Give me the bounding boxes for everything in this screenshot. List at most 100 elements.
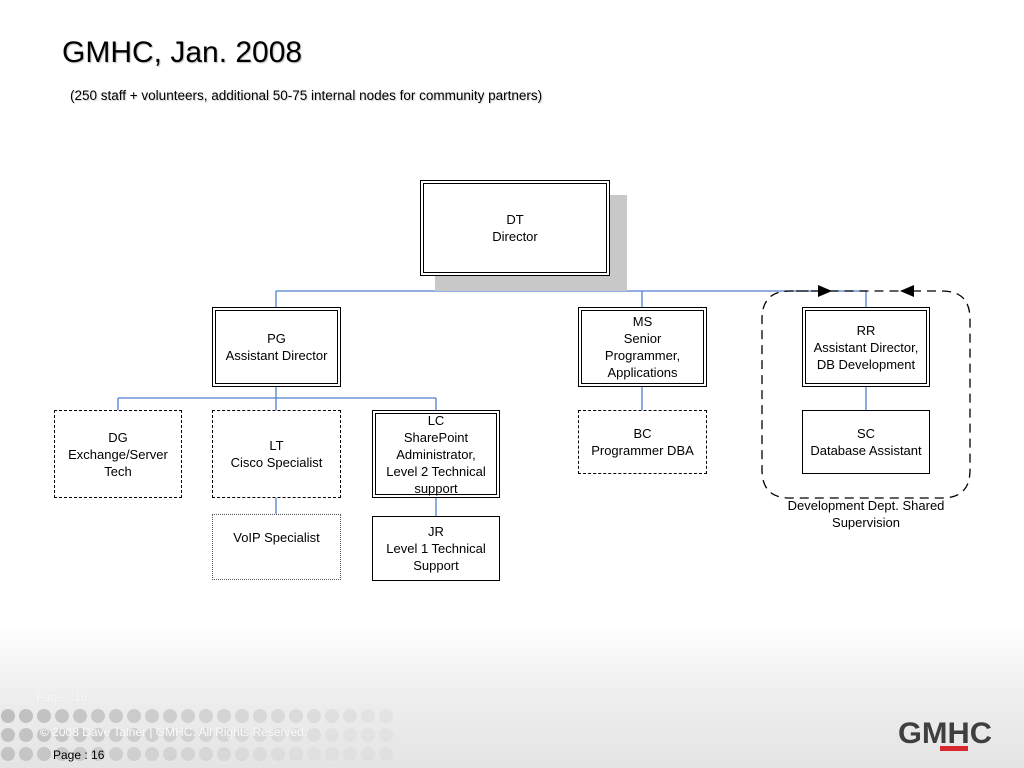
footer-dot: [127, 728, 141, 742]
footer-dot: [127, 709, 141, 723]
node-role-line: Applications: [607, 365, 678, 380]
note-line: Supervision: [832, 515, 900, 530]
footer-dot: [181, 728, 195, 742]
node-name: JR: [428, 524, 444, 539]
node-voip-specialist: VoIP Specialist: [212, 514, 341, 580]
node-role-line: Support: [413, 558, 459, 573]
node-role-line: Level 2 Technical: [386, 463, 486, 479]
node-name: MS: [632, 314, 653, 329]
note-line: Development Dept. Shared: [787, 498, 945, 513]
node-role-line: DB Development: [816, 356, 916, 372]
footer-dot: [379, 728, 393, 742]
node-lt-cisco-specialist: LT Cisco Specialist: [212, 410, 341, 498]
footer-dot: [91, 728, 105, 742]
node-name: PG: [267, 331, 286, 346]
node-name: BC: [633, 426, 652, 441]
footer-dot: [163, 747, 177, 761]
node-name: SC: [856, 426, 876, 441]
footer-dot: [73, 747, 87, 761]
slide-subtitle: (250 staff + volunteers, additional 50-7…: [70, 88, 543, 103]
shared-supervision-outline: [761, 290, 971, 499]
node-role: Cisco Specialist: [230, 455, 323, 470]
footer-dot: [325, 728, 339, 742]
node-pg-assistant-director: PG Assistant Director: [212, 307, 341, 387]
footer-dot: [253, 728, 267, 742]
gmhc-logo: GMHC: [898, 717, 992, 751]
footer-dot: [91, 709, 105, 723]
node-name: LT: [269, 438, 284, 453]
footer-dot: [343, 747, 357, 761]
footer-dot: [55, 747, 69, 761]
footer-dot: [109, 709, 123, 723]
footer-dot: [1, 747, 15, 761]
footer-dot: [235, 747, 249, 761]
node-role-line: Senior: [623, 331, 662, 346]
footer-dot: [1, 709, 15, 723]
footer-dot: [217, 747, 231, 761]
footer-dot: [163, 728, 177, 742]
node-role-line: Level 1 Technical: [386, 541, 486, 556]
footer-dot: [37, 709, 51, 723]
footer-dot: [127, 747, 141, 761]
node-role-line: Tech: [104, 463, 132, 479]
footer-band: [0, 625, 1024, 768]
footer-dot: [199, 709, 213, 723]
node-role-line: SharePoint: [403, 429, 469, 445]
arrow-right-icon: [818, 285, 832, 297]
node-name: DG: [108, 429, 128, 445]
footer-dot: [73, 709, 87, 723]
footer-dot: [37, 747, 51, 761]
footer-dot: [181, 747, 195, 761]
node-name: LC: [427, 412, 445, 428]
node-role: Director: [492, 229, 538, 244]
node-role-line: Programmer,: [604, 348, 681, 363]
footer-dot: [217, 728, 231, 742]
footer-dot: [55, 728, 69, 742]
footer-dot: [289, 728, 303, 742]
node-role: Database Assistant: [810, 443, 922, 458]
footer-dot: [325, 709, 339, 723]
footer-dot: [19, 747, 33, 761]
footer-dot: [37, 728, 51, 742]
shared-supervision-note: Development Dept. Shared Supervision: [766, 497, 966, 531]
node-name: RR: [856, 322, 876, 338]
node-role: VoIP Specialist: [233, 530, 320, 545]
footer-dot: [307, 747, 321, 761]
footer-dot: [109, 728, 123, 742]
footer-dot: [1, 728, 15, 742]
logo-red-bar: [940, 746, 968, 751]
slide-title: GMHC, Jan. 2008: [62, 36, 303, 69]
footer-dot: [19, 728, 33, 742]
node-dg-exchange-server-tech: DG Exchange/Server Tech: [54, 410, 182, 498]
footer-dot: [379, 747, 393, 761]
footer-dot: [163, 709, 177, 723]
footer-dot: [307, 709, 321, 723]
footer-dot: [361, 728, 375, 742]
footer-dot: [217, 709, 231, 723]
footer-dot: [307, 728, 321, 742]
footer-dot: [145, 747, 159, 761]
footer-dot: [73, 728, 87, 742]
page-number: Page : 16: [53, 748, 105, 762]
footer-dot: [145, 709, 159, 723]
footer-dot: [343, 728, 357, 742]
footer-dot: [271, 747, 285, 761]
node-dt-director: DT Director: [420, 180, 610, 276]
node-role-line: Assistant Director,: [813, 339, 919, 355]
footer-dot: [181, 709, 195, 723]
node-name: DT: [506, 212, 524, 227]
node-role-line: support: [414, 480, 458, 496]
node-role: Assistant Director: [225, 348, 328, 363]
footer-dot: [253, 709, 267, 723]
node-role: Programmer DBA: [591, 443, 694, 458]
footer-dot: [289, 709, 303, 723]
footer-dot: [271, 709, 285, 723]
footer-dot-pattern: [1, 709, 393, 761]
footer-dot: [235, 728, 249, 742]
footer-dot: [325, 747, 339, 761]
footer-dot: [361, 709, 375, 723]
node-role-line: Exchange/Server: [68, 446, 168, 462]
footer-dot: [253, 747, 267, 761]
node-lc-sharepoint-admin: LC SharePoint Administrator, Level 2 Tec…: [372, 410, 500, 498]
footer-dot: [109, 747, 123, 761]
